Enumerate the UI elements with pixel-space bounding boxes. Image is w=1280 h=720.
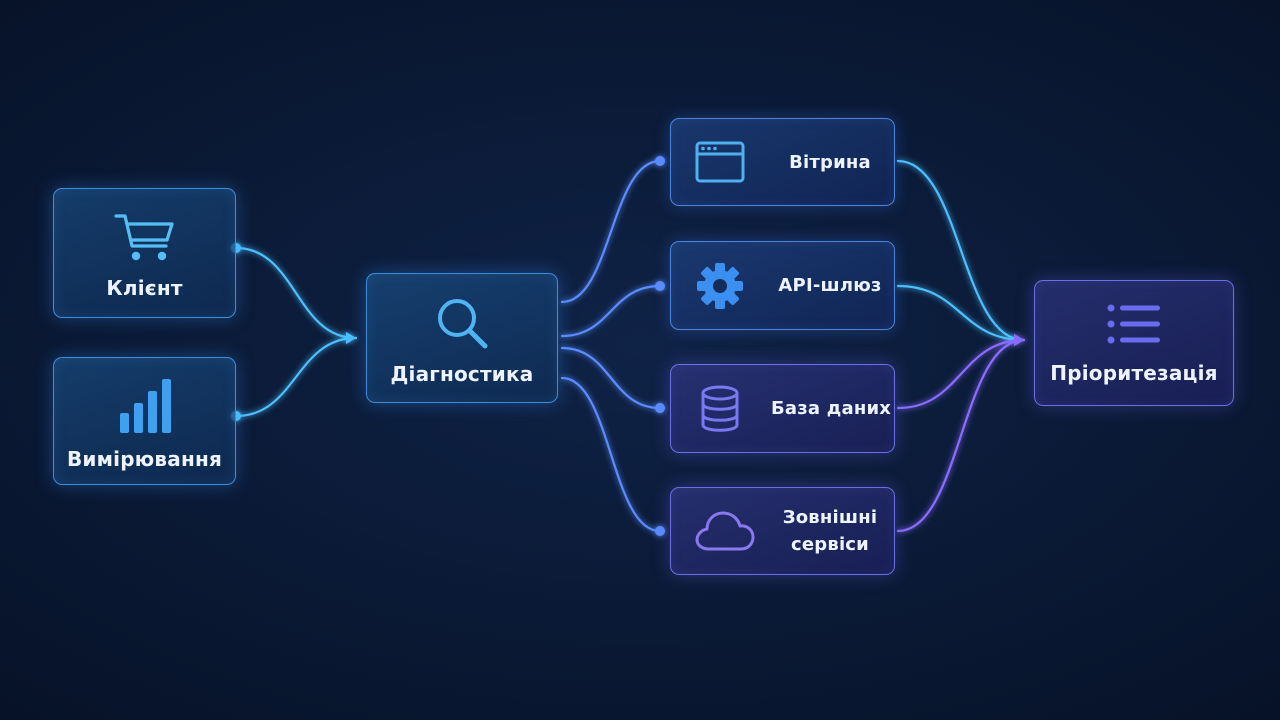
node-diagnostics[interactable]: Діагностика [366,273,558,403]
edge-diagnostics-to-storefront [560,159,662,304]
node-prioritization-label: Пріоритезація [1050,361,1218,385]
edge-diagnostics-to-api-gateway [560,284,662,338]
edge-measurement-to-diagnostics [234,336,358,418]
node-database[interactable]: База даних [670,364,895,453]
node-api-gateway[interactable]: API-шлюз [670,241,895,330]
cloud-icon [695,509,755,553]
bar-chart-icon [117,377,173,435]
shopping-cart-icon [112,210,178,266]
edge-diagnostics-to-storefront-end-dot [655,156,665,166]
browser-window-icon [695,140,745,184]
gear-icon [695,261,745,311]
node-external-services-label: Зовнішні сервіси [782,507,878,555]
node-api-gateway-label: API-шлюз [778,275,882,296]
node-external-services[interactable]: Зовнішні сервіси [670,487,895,575]
node-measurement[interactable]: Вимірювання [53,357,236,485]
node-storefront-label: Вітрина [789,151,871,173]
database-icon [695,384,745,434]
node-database-label: База даних [771,398,892,419]
node-client-label: Клієнт [106,276,183,300]
edge-measurement-to-diagnostics-arrowhead [346,332,356,344]
edge-external-services-to-prioritization-arrowhead [1014,334,1024,346]
list-icon [1106,303,1162,345]
edge-diagnostics-to-database-end-dot [655,403,665,413]
node-measurement-label: Вимірювання [66,447,223,471]
edge-diagnostics-to-api-gateway-end-dot [655,281,665,291]
edge-diagnostics-to-external-services-end-dot [655,526,665,536]
node-client[interactable]: Клієнт [53,188,236,318]
edge-external-services-to-prioritization [896,338,1026,533]
node-diagnostics-label: Діагностика [390,362,534,386]
edge-diagnostics-to-external-services [560,376,662,533]
edge-api-gateway-to-prioritization [896,284,1026,342]
search-icon [433,294,491,352]
edge-storefront-to-prioritization [896,159,1026,342]
node-storefront[interactable]: Вітрина [670,118,895,206]
edge-database-to-prioritization [896,338,1026,410]
node-prioritization[interactable]: Пріоритезація [1034,280,1234,406]
edge-diagnostics-to-database [560,346,662,410]
edge-client-to-diagnostics [234,246,358,340]
